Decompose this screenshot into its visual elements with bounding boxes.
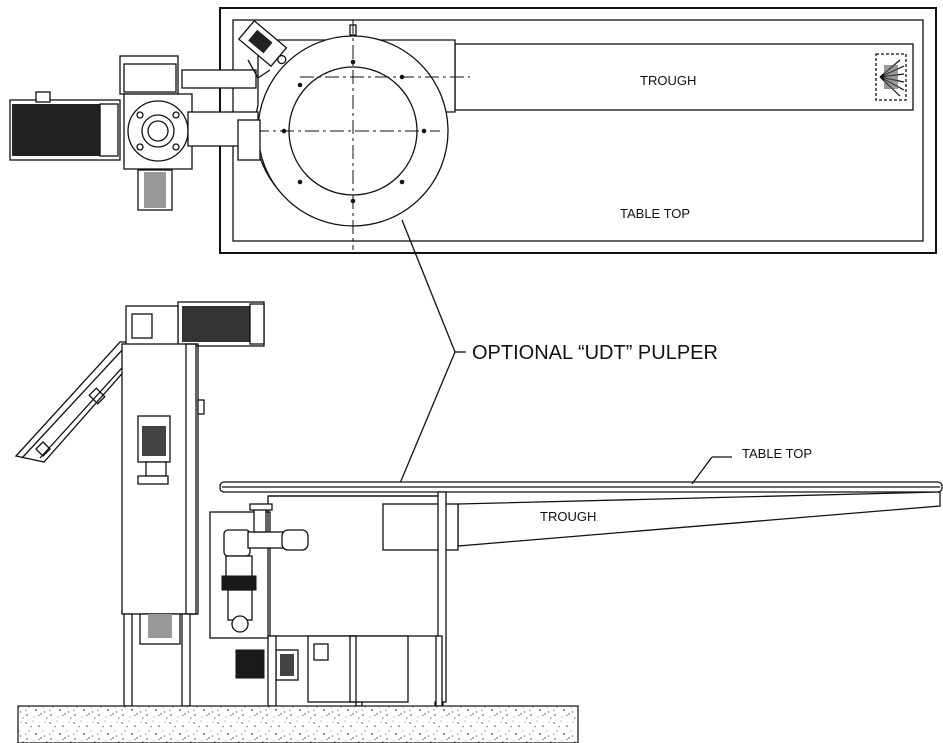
trough-label-top: TROUGH [640, 73, 696, 88]
right-leg [435, 635, 443, 707]
table-top-label-top: TABLE TOP [620, 206, 690, 221]
strainer-basket [875, 53, 907, 101]
pulper-callout-label: OPTIONAL “UDT” PULPER [472, 342, 718, 364]
top-view [9, 7, 937, 254]
plumbing [221, 503, 309, 681]
strainer-icon [879, 59, 905, 97]
floor [17, 705, 579, 743]
collection-tank [307, 635, 409, 703]
trough-side [457, 491, 941, 547]
gearbox-top [119, 55, 179, 95]
flange-icon [127, 100, 189, 162]
trough-box [382, 503, 459, 551]
side-view [14, 301, 943, 743]
table-top-leader [691, 456, 713, 485]
valve-icon [237, 19, 288, 68]
table-top-label-side: TABLE TOP [742, 446, 812, 461]
callout-leaders [397, 219, 466, 489]
trough-label-side: TROUGH [540, 509, 596, 524]
